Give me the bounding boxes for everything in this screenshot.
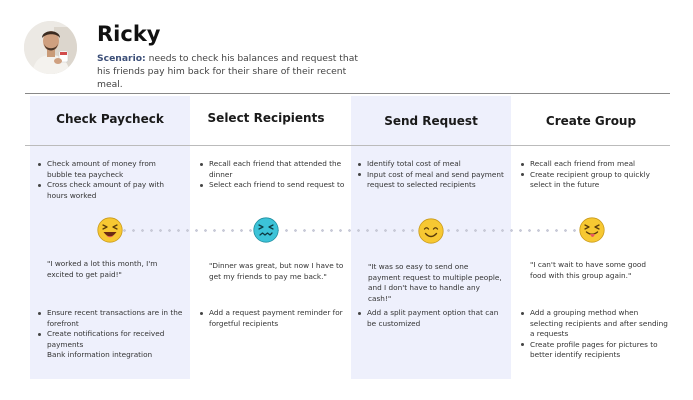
quote-create-group: "I can't wait to have some good food wit… [530,260,647,280]
list-item: Input cost of meal and send payment requ… [358,170,506,191]
opportunities-send-request: Add a split payment option that can be c… [358,308,503,329]
list-item: Create profile pages for pictures to bet… [521,340,673,361]
list-item: Add a grouping method when selecting rec… [521,308,673,340]
scenario-description: needs to check his balances and request … [97,53,358,90]
persona-name: Ricky [97,22,161,46]
opportunities-select-recipients: Add a request payment reminder for forge… [200,308,350,329]
stage-title-select-recipients: Select Recipients [207,111,325,125]
stage-title-send-request: Send Request [384,114,478,128]
list-item: Add a request payment reminder for forge… [200,308,350,329]
list-item: Select each friend to send request to [200,180,350,191]
avatar [24,21,77,74]
opportunities-check-paycheck: Ensure recent transactions are in the fo… [38,308,183,361]
list-item: Recall each friend from meal [521,159,671,170]
quote-check-paycheck: "I worked a lot this month, I'm excited … [47,259,158,279]
grinning-squint-face-icon [97,217,123,243]
smiling-face-icon [418,218,444,244]
scenario-text: Scenario: needs to check his balances an… [97,52,367,91]
list-item: Ensure recent transactions are in the fo… [38,308,183,329]
list-item: Create recipient group to quickly select… [521,170,671,191]
stage-title-check-paycheck: Check Paycheck [56,112,164,126]
list-item: Add a split payment option that can be c… [358,308,503,329]
top-divider [25,93,670,94]
quote-select-recipients: "Dinner was great, but now I have to get… [209,261,344,281]
list-item: Bank information integration [47,350,153,360]
scenario-label: Scenario: [97,53,146,64]
actions-select-recipients: Recall each friend that attended the din… [200,159,350,191]
savoring-food-face-icon [579,217,605,243]
actions-check-paycheck: Check amount of money from bubble tea pa… [38,159,183,201]
list-item: Create notifications for received paymen… [38,329,183,350]
emotion-dotted-line [120,229,580,232]
anxious-confounded-face-icon [253,217,279,243]
list-item: Recall each friend that attended the din… [200,159,350,180]
header-divider [25,145,670,146]
quote-send-request: "It was so easy to send one payment requ… [368,262,502,303]
list-item: Check amount of money from bubble tea pa… [38,159,183,180]
actions-send-request: Identify total cost of meal Input cost o… [358,159,506,191]
list-item: Cross check amount of pay with hours wor… [38,180,183,201]
stage-title-create-group: Create Group [545,114,637,128]
list-item: Identify total cost of meal [358,159,506,170]
actions-create-group: Recall each friend from meal Create reci… [521,159,671,191]
opportunities-create-group: Add a grouping method when selecting rec… [521,308,673,361]
